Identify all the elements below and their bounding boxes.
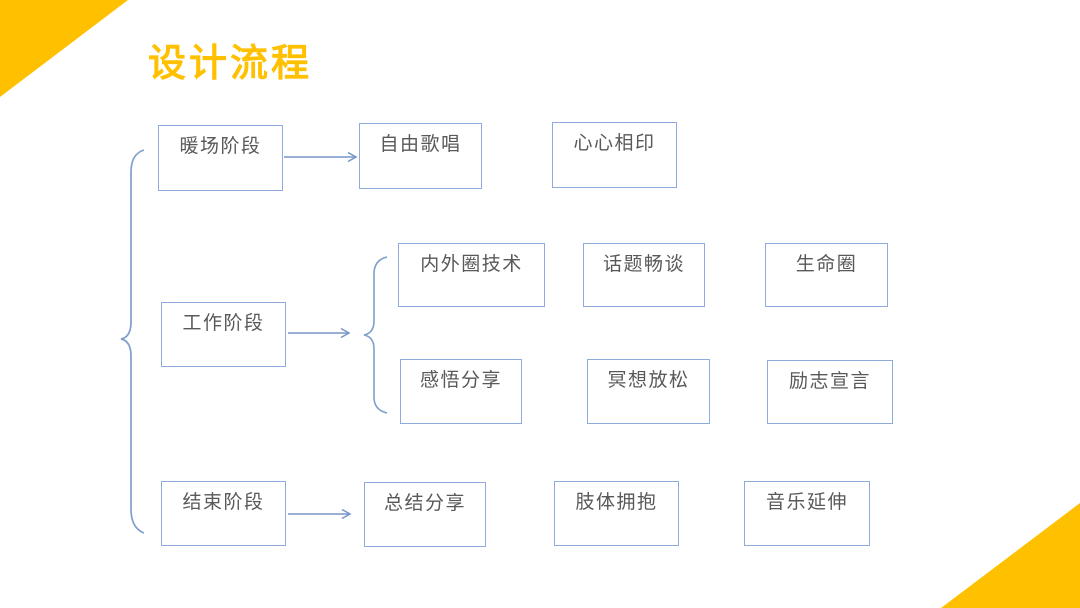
work-activities-brace <box>363 256 388 414</box>
box-warmup-phase: 暖场阶段 <box>158 125 283 191</box>
box-free-singing: 自由歌唱 <box>359 123 482 189</box>
box-heart-to-heart: 心心相印 <box>552 122 677 188</box>
box-work-phase: 工作阶段 <box>161 302 286 367</box>
box-summary-sharing: 总结分享 <box>364 482 486 547</box>
box-ending-phase: 结束阶段 <box>161 481 286 546</box>
box-body-hug: 肢体拥抱 <box>554 481 679 546</box>
phases-group-brace <box>120 149 145 534</box>
box-life-circle: 生命圈 <box>765 243 888 307</box>
box-music-extension: 音乐延伸 <box>744 481 870 546</box>
box-meditation-relaxation: 冥想放松 <box>587 359 710 424</box>
box-inspirational-declaration: 励志宣言 <box>767 360 893 424</box>
box-inner-outer-circle-technique: 内外圈技术 <box>398 243 545 307</box>
box-topic-discussion: 话题畅谈 <box>583 243 705 307</box>
page-title: 设计流程 <box>148 43 313 85</box>
box-insight-sharing: 感悟分享 <box>400 359 522 424</box>
